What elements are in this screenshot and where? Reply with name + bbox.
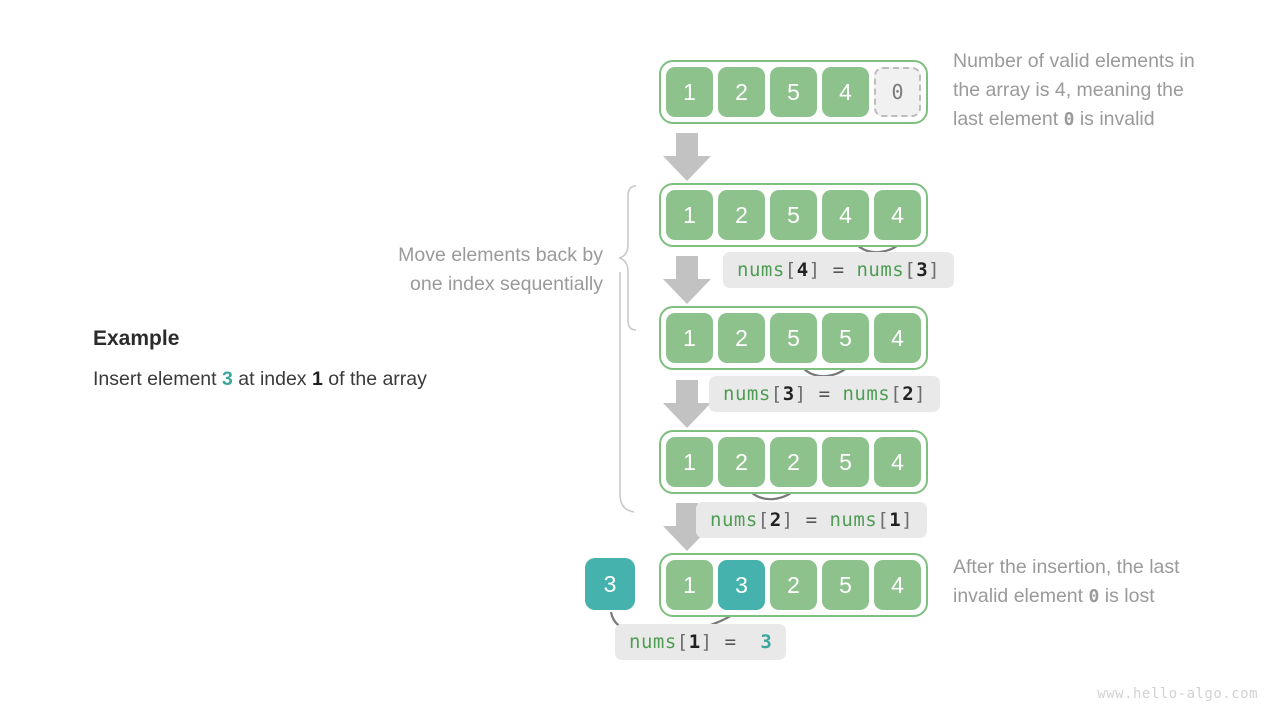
note-after-insertion: After the insertion, the last invalid el… — [953, 553, 1273, 611]
array-row-step-2: 1 2 5 5 4 — [659, 306, 928, 370]
array-row-initial: 1 2 5 4 0 — [659, 60, 928, 124]
note-line: Number of valid elements in — [953, 50, 1195, 72]
example-mid: at index — [232, 368, 312, 390]
array-row-step-3: 1 2 2 5 4 — [659, 430, 928, 494]
array-cell-invalid: 0 — [874, 67, 921, 117]
code-label-assign-1-value: nums[1] = 3 — [615, 624, 787, 660]
array-cell-inserted: 3 — [718, 560, 765, 610]
down-arrow-icon — [663, 256, 711, 304]
array-cell: 4 — [874, 437, 921, 487]
group-brace-lower — [619, 272, 635, 513]
array-container: 1 2 2 5 4 — [659, 430, 928, 494]
inserted-element-box: 3 — [585, 558, 635, 610]
example-index: 1 — [311, 368, 323, 390]
array-cell: 2 — [770, 437, 817, 487]
array-cell: 5 — [770, 190, 817, 240]
example-prefix: Insert element — [93, 368, 222, 390]
note-line: one index sequentially — [410, 273, 603, 295]
code-label-assign-4-3: nums[4] = nums[3] — [723, 252, 955, 288]
down-arrow-icon — [663, 380, 711, 428]
array-cell: 2 — [718, 313, 765, 363]
array-cell: 1 — [666, 560, 713, 610]
array-container: 1 2 5 4 4 — [659, 183, 928, 247]
array-cell: 4 — [874, 313, 921, 363]
array-cell: 2 — [770, 560, 817, 610]
code-label-assign-3-2: nums[3] = nums[2] — [709, 376, 941, 412]
array-cell: 4 — [874, 190, 921, 240]
note-line: Move elements back by — [398, 244, 603, 266]
example-title: Example — [93, 327, 180, 350]
group-brace — [618, 185, 637, 331]
array-cell: 4 — [822, 190, 869, 240]
array-container: 1 2 5 5 4 — [659, 306, 928, 370]
array-cell: 1 — [666, 67, 713, 117]
array-cell: 1 — [666, 313, 713, 363]
array-cell: 5 — [822, 313, 869, 363]
array-cell: 2 — [718, 190, 765, 240]
note-line: the array is 4, meaning the — [953, 79, 1184, 101]
array-cell: 5 — [770, 67, 817, 117]
array-cell: 5 — [770, 313, 817, 363]
array-row-final: 1 3 2 5 4 — [659, 553, 928, 617]
note-line: After the insertion, the last — [953, 556, 1180, 578]
array-row-step-1: 1 2 5 4 4 — [659, 183, 928, 247]
watermark: www.hello-algo.com — [1097, 686, 1258, 702]
array-cell: 2 — [718, 437, 765, 487]
array-container: 1 3 2 5 4 — [659, 553, 928, 617]
array-cell: 5 — [822, 437, 869, 487]
note-line: invalid element 0 is lost — [953, 585, 1155, 607]
down-arrow-icon — [663, 133, 711, 181]
code-label-assign-2-1: nums[2] = nums[1] — [696, 502, 928, 538]
example-value: 3 — [221, 368, 233, 390]
array-cell: 5 — [822, 560, 869, 610]
note-move-elements: Move elements back by one index sequenti… — [300, 241, 603, 299]
array-container: 1 2 5 4 0 — [659, 60, 928, 124]
note-line: last element 0 is invalid — [953, 108, 1155, 130]
array-cell: 2 — [718, 67, 765, 117]
note-valid-elements: Number of valid elements in the array is… — [953, 47, 1263, 134]
example-suffix: of the array — [322, 368, 427, 390]
array-cell: 4 — [874, 560, 921, 610]
array-cell: 1 — [666, 437, 713, 487]
example-description: Insert element 3 at index 1 of the array — [93, 368, 427, 391]
array-cell: 1 — [666, 190, 713, 240]
array-cell: 4 — [822, 67, 869, 117]
